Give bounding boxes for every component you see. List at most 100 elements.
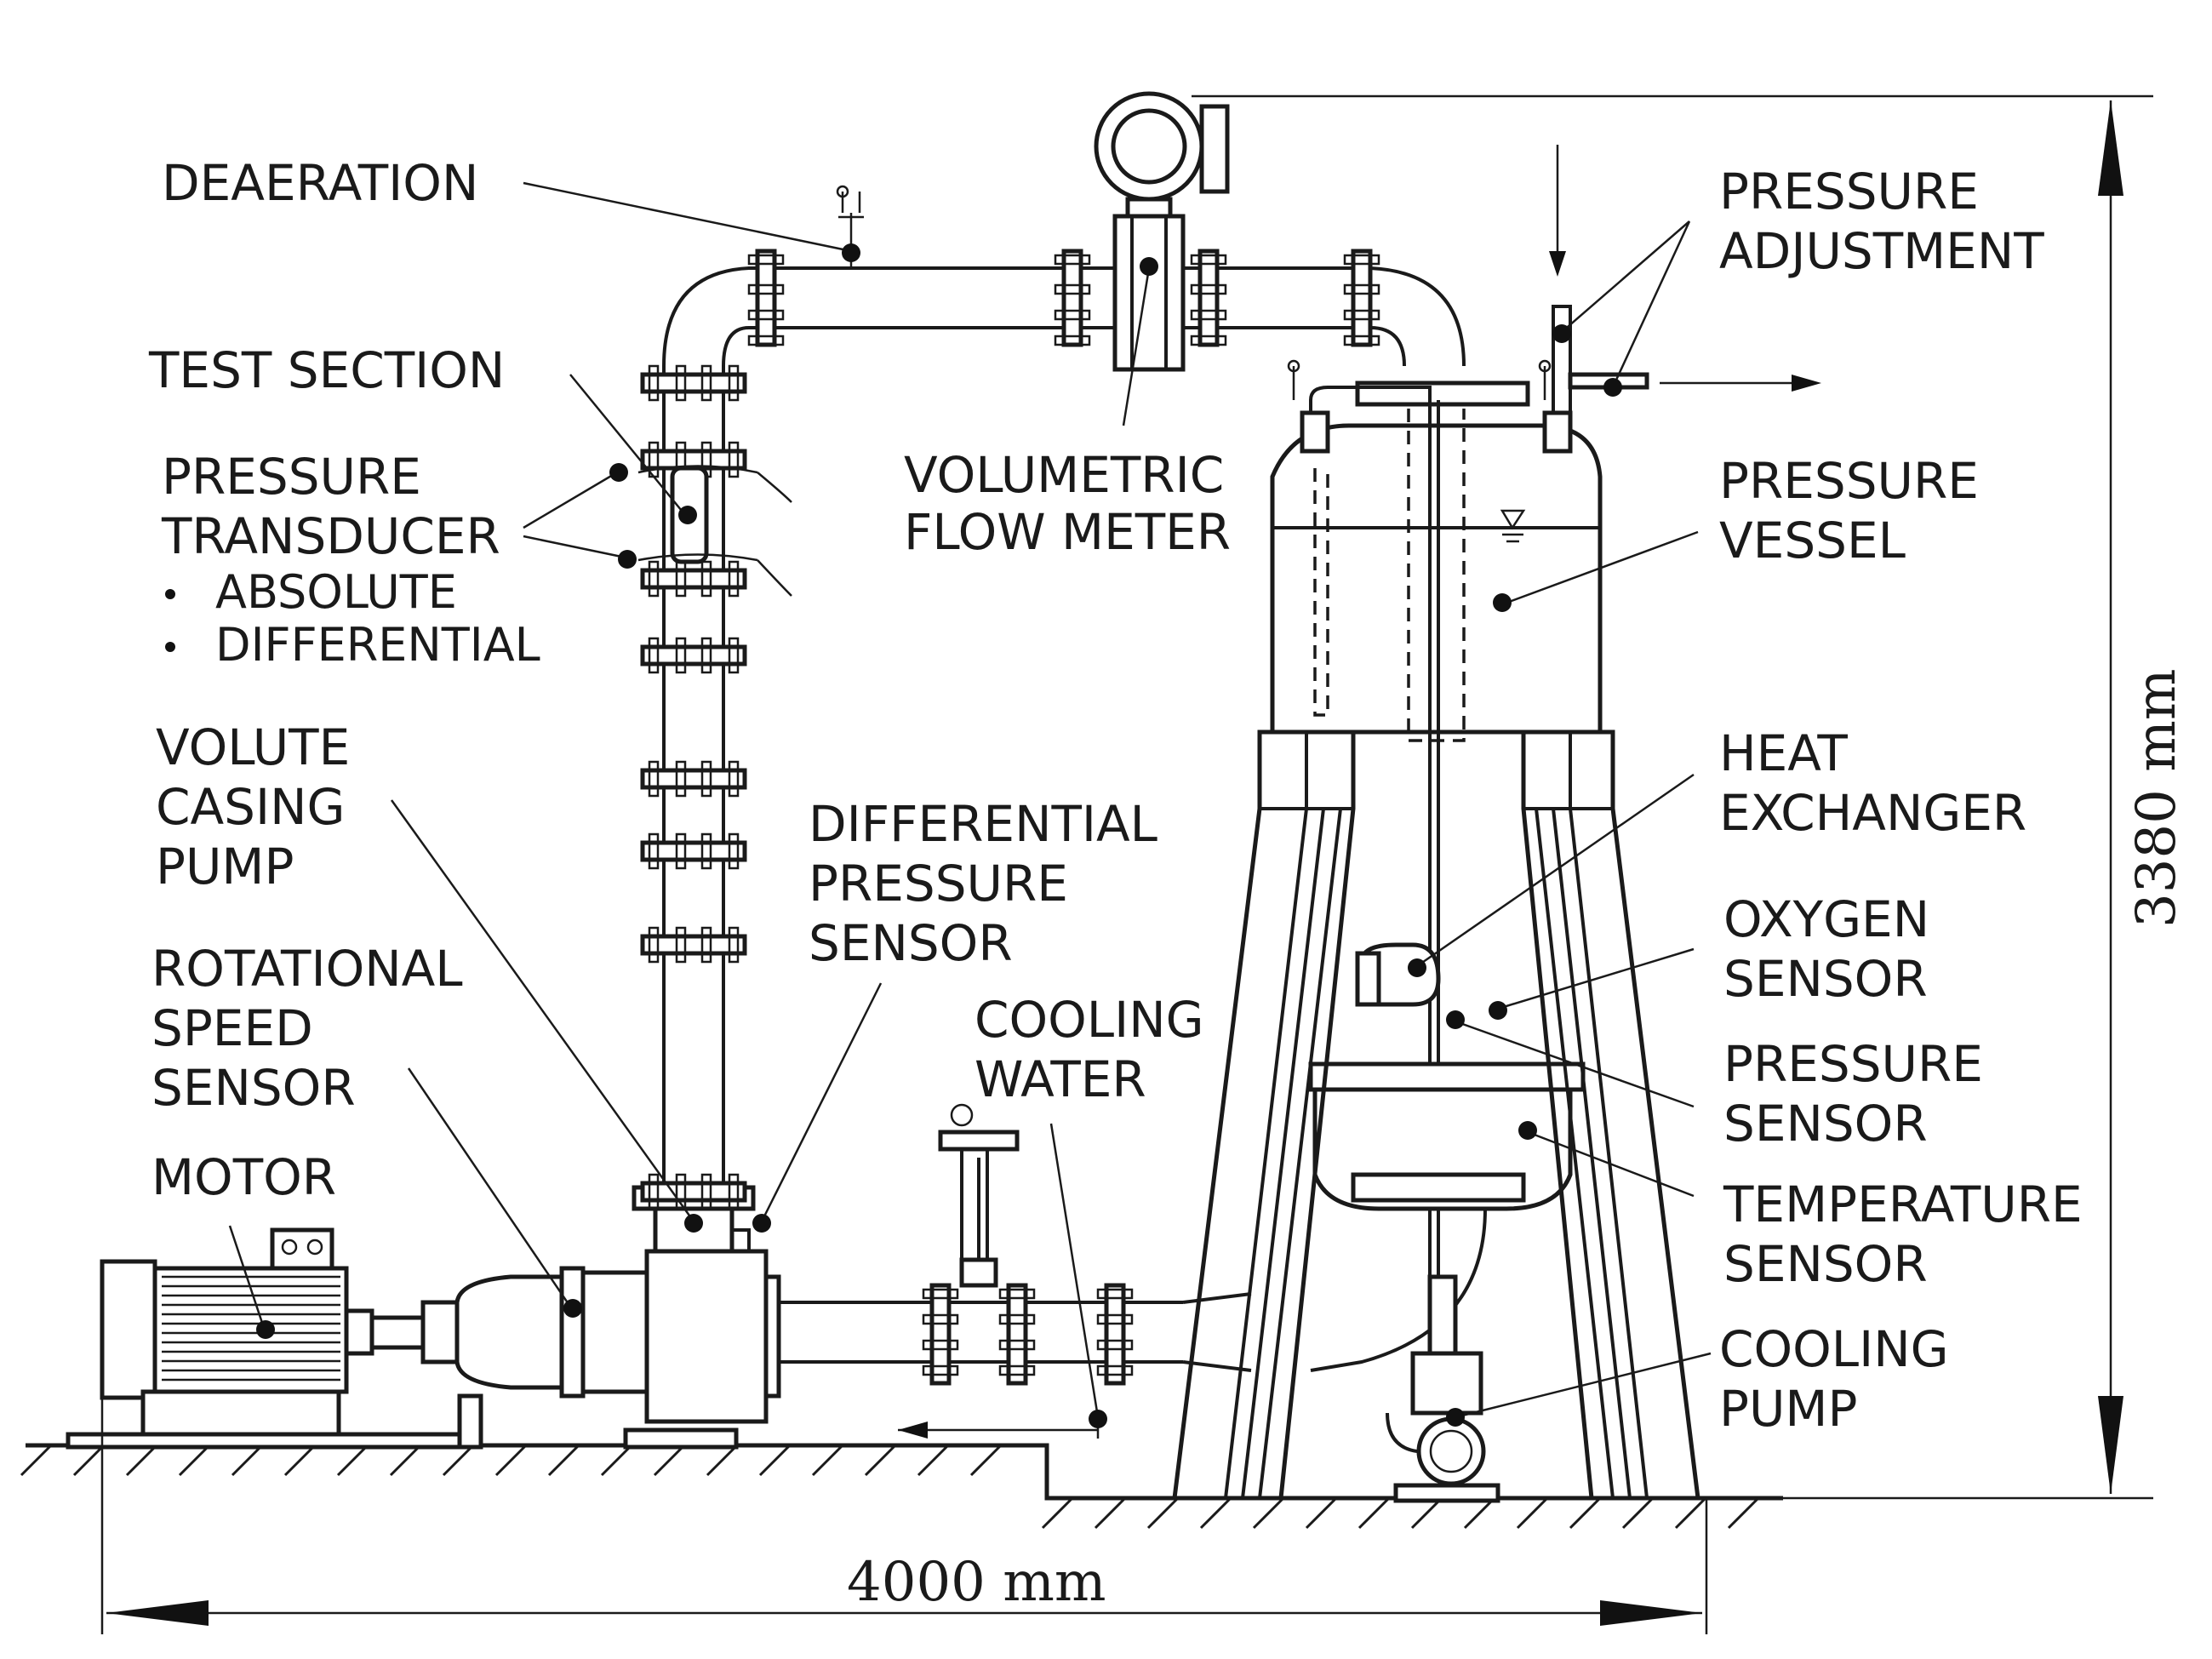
label-rotational-1: ROTATIONAL (151, 940, 463, 998)
flange-bolt (675, 364, 687, 402)
flange-bolt (922, 1364, 959, 1376)
pipe-flange (640, 372, 747, 394)
label-temperature-1: TEMPERATURE (1723, 1176, 2083, 1233)
hatch-line (1252, 1496, 1285, 1530)
hatch-line (20, 1444, 53, 1477)
flange-bolt (747, 283, 785, 295)
flange-bolt (700, 1173, 712, 1210)
flange-bolt (700, 926, 712, 964)
label-diff-pressure-2: PRESSURE (809, 855, 1068, 912)
label-pressure-sensor-1: PRESSURE (1723, 1035, 1983, 1093)
ground-hatching-right (1041, 1496, 1760, 1530)
hatch-line (1094, 1496, 1127, 1530)
hatch-line (1041, 1496, 1074, 1530)
hatch-line (1357, 1496, 1391, 1530)
dimension-lines (100, 94, 2153, 1634)
label-pressure-vessel-2: VESSEL (1719, 512, 1906, 569)
label-motor: MOTOR (151, 1148, 336, 1206)
hatch-line (1569, 1496, 1602, 1530)
label-cooling-water-1: COOLING (975, 991, 1204, 1049)
flange-bolt (1190, 335, 1227, 346)
hatch-line (1146, 1496, 1180, 1530)
hatch-line (1305, 1496, 1338, 1530)
pipe-flange (1197, 249, 1220, 347)
hatch-line (125, 1444, 158, 1477)
flange-bolt (728, 832, 740, 870)
label-cooling-pump-2: PUMP (1719, 1380, 1857, 1438)
flange-bolt (1096, 1288, 1134, 1300)
hatch-line (653, 1444, 686, 1477)
label-pressure-adjustment-1: PRESSURE (1719, 163, 1979, 220)
label-volute-2: CASING (156, 778, 345, 836)
top-pipe (662, 185, 1466, 367)
flange-bolt (922, 1288, 959, 1300)
flange-bolt (1343, 254, 1380, 266)
hatch-line (1463, 1496, 1496, 1530)
flange-bolt (728, 560, 740, 598)
hatch-line (231, 1444, 264, 1477)
pipe-flange (1006, 1283, 1028, 1386)
flange-bolt (675, 637, 687, 674)
label-oxygen-1: OXYGEN (1723, 890, 1929, 948)
label-flow-meter-2: FLOW METER (904, 503, 1231, 561)
flow-arrows (1549, 145, 1821, 392)
flange-bolt (1054, 309, 1091, 321)
flange-bolt (648, 1173, 660, 1210)
dimension-height-label: 3380 mm (2125, 668, 2188, 928)
hatch-line (336, 1444, 369, 1477)
flange-bolt (675, 832, 687, 870)
hatch-line (442, 1444, 475, 1477)
flange-bolt (1343, 309, 1380, 321)
label-diff-pressure-3: SENSOR (809, 914, 1013, 972)
flow-meter-drawing (1094, 91, 1230, 372)
label-test-section: TEST SECTION (148, 341, 505, 399)
flange-bolt (675, 760, 687, 798)
hatch-line (706, 1444, 739, 1477)
label-heat-exchanger-2: EXCHANGER (1719, 784, 2026, 842)
label-volute-3: PUMP (156, 838, 294, 895)
flange-bolt (728, 441, 740, 478)
flange-bolt (728, 1173, 740, 1210)
flange-bolt (1054, 335, 1091, 346)
hatch-line (283, 1444, 317, 1477)
flange-bolt (648, 364, 660, 402)
flange-bolt (675, 1173, 687, 1210)
hatch-line (1621, 1496, 1655, 1530)
label-cooling-pump-1: COOLING (1719, 1320, 1949, 1378)
hatch-line (1727, 1496, 1760, 1530)
hatch-line (178, 1444, 211, 1477)
flange-bolt (1190, 309, 1227, 321)
label-pressure-vessel-1: PRESSURE (1719, 452, 1979, 510)
hatch-line (389, 1444, 422, 1477)
flange-bolt (998, 1364, 1036, 1376)
ground-hatching-left (20, 1444, 1003, 1477)
pipe-flange (929, 1283, 952, 1386)
flange-bolt (700, 364, 712, 402)
hatch-line (1674, 1496, 1707, 1530)
flange-bolt (675, 926, 687, 964)
flange-bolt (747, 335, 785, 346)
flange-bolt (648, 926, 660, 964)
hatch-line (758, 1444, 792, 1477)
flange-bolt (728, 760, 740, 798)
vertical-test-pipe (637, 364, 792, 1210)
flange-bolt (922, 1313, 959, 1325)
label-heat-exchanger-1: HEAT (1719, 724, 1848, 782)
flange-bolt (648, 560, 660, 598)
pipe-flange (640, 840, 747, 862)
label-differential: DIFFERENTIAL (215, 618, 540, 672)
bottom-pipe (779, 1103, 1252, 1439)
flange-bolt (922, 1339, 959, 1351)
label-pressure-adjustment-2: ADJUSTMENT (1719, 222, 2044, 280)
leader-lines (228, 181, 1712, 1428)
flange-bolt (1054, 254, 1091, 266)
label-pressure-transducer-2: TRANSDUCER (161, 507, 500, 565)
pipe-flange (1061, 249, 1083, 347)
hatch-line (811, 1444, 844, 1477)
hatch-line (547, 1444, 580, 1477)
hatch-line (600, 1444, 633, 1477)
flange-bolt (1096, 1339, 1134, 1351)
flange-bolt (998, 1313, 1036, 1325)
flange-bolt (700, 760, 712, 798)
